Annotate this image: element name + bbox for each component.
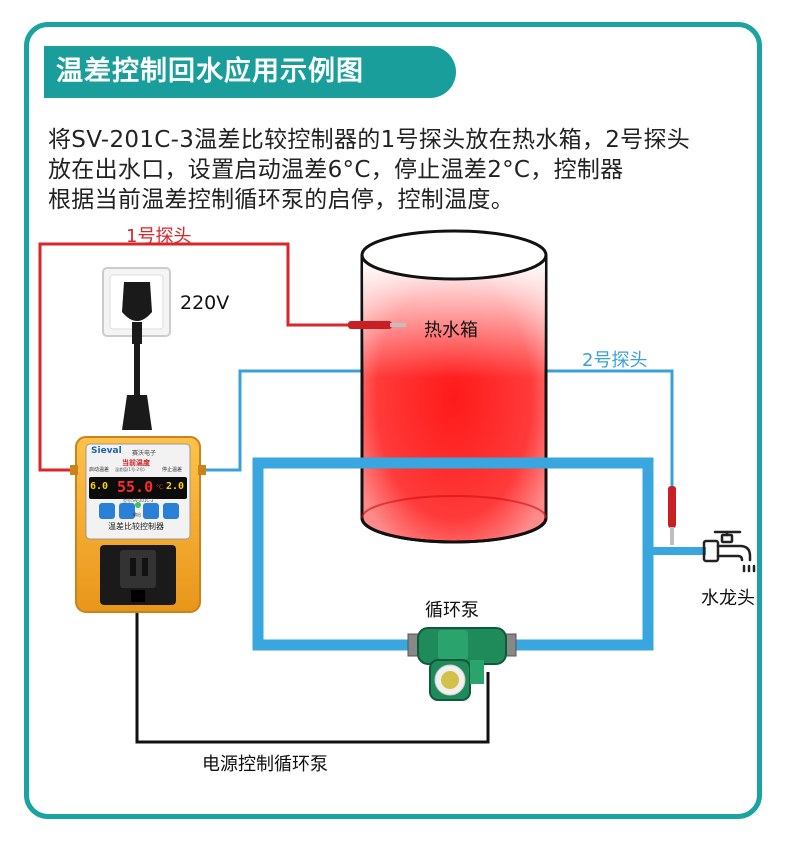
controller-current-label: 当前温度 (122, 459, 150, 467)
faucet-label: 水龙头 (701, 588, 755, 609)
controller-stop-value: 2.0 (166, 481, 185, 492)
hot-water-tank (360, 229, 548, 544)
controller-start-label: 启动温差 (89, 467, 110, 473)
probe1-label: 1号探头 (126, 226, 192, 247)
probe1-wire (38, 242, 350, 472)
description-line-3: 根据当前温差控制循环泵的启停，控制温度。 (48, 187, 514, 213)
controller-brand-cn: 赛沃电子 (132, 450, 157, 457)
title-bar (44, 46, 456, 98)
controller-current-value: 55.0 (117, 478, 154, 496)
controller-brand: Sieval (91, 446, 122, 456)
power-line-label: 电源控制循环泵 (202, 754, 328, 775)
temperature-controller (70, 436, 206, 613)
wall-socket (102, 267, 171, 344)
tank-label: 热水箱 (424, 320, 478, 341)
description-line-1: 将SV-201C-3温差比较控制器的1号探头放在热水箱，2号探头 (48, 127, 691, 153)
controller-current-sub: 温差值(1号-2号) (115, 467, 145, 472)
probe2-sensor (668, 486, 676, 545)
controller-start-value: 6.0 (90, 481, 109, 492)
controller-current-unit: °C (156, 484, 164, 491)
description-line-2: 放在出水口，设置启动温差6°C，停止温差2°C，控制器 (48, 157, 624, 183)
probe2-label: 2号探头 (582, 350, 648, 371)
pump-label: 循环泵 (425, 600, 479, 621)
controller-model: 型号:SV-201C-3 (123, 498, 154, 503)
diagram-frame (24, 22, 762, 819)
controller-name: 温差比较控制器 (108, 522, 164, 531)
power-line (135, 610, 490, 744)
controller-stop-label: 停止温差 (162, 467, 183, 473)
controller-led-label: 输出 (133, 512, 141, 517)
probe1-sensor (348, 321, 406, 329)
controller-plug (122, 395, 152, 430)
faucet-icon (702, 530, 756, 573)
page-title: 温差控制回水应用示例图 (56, 56, 364, 87)
probe2-wire (200, 369, 674, 488)
voltage-label: 220V (180, 292, 230, 314)
circulation-pump (407, 627, 517, 701)
